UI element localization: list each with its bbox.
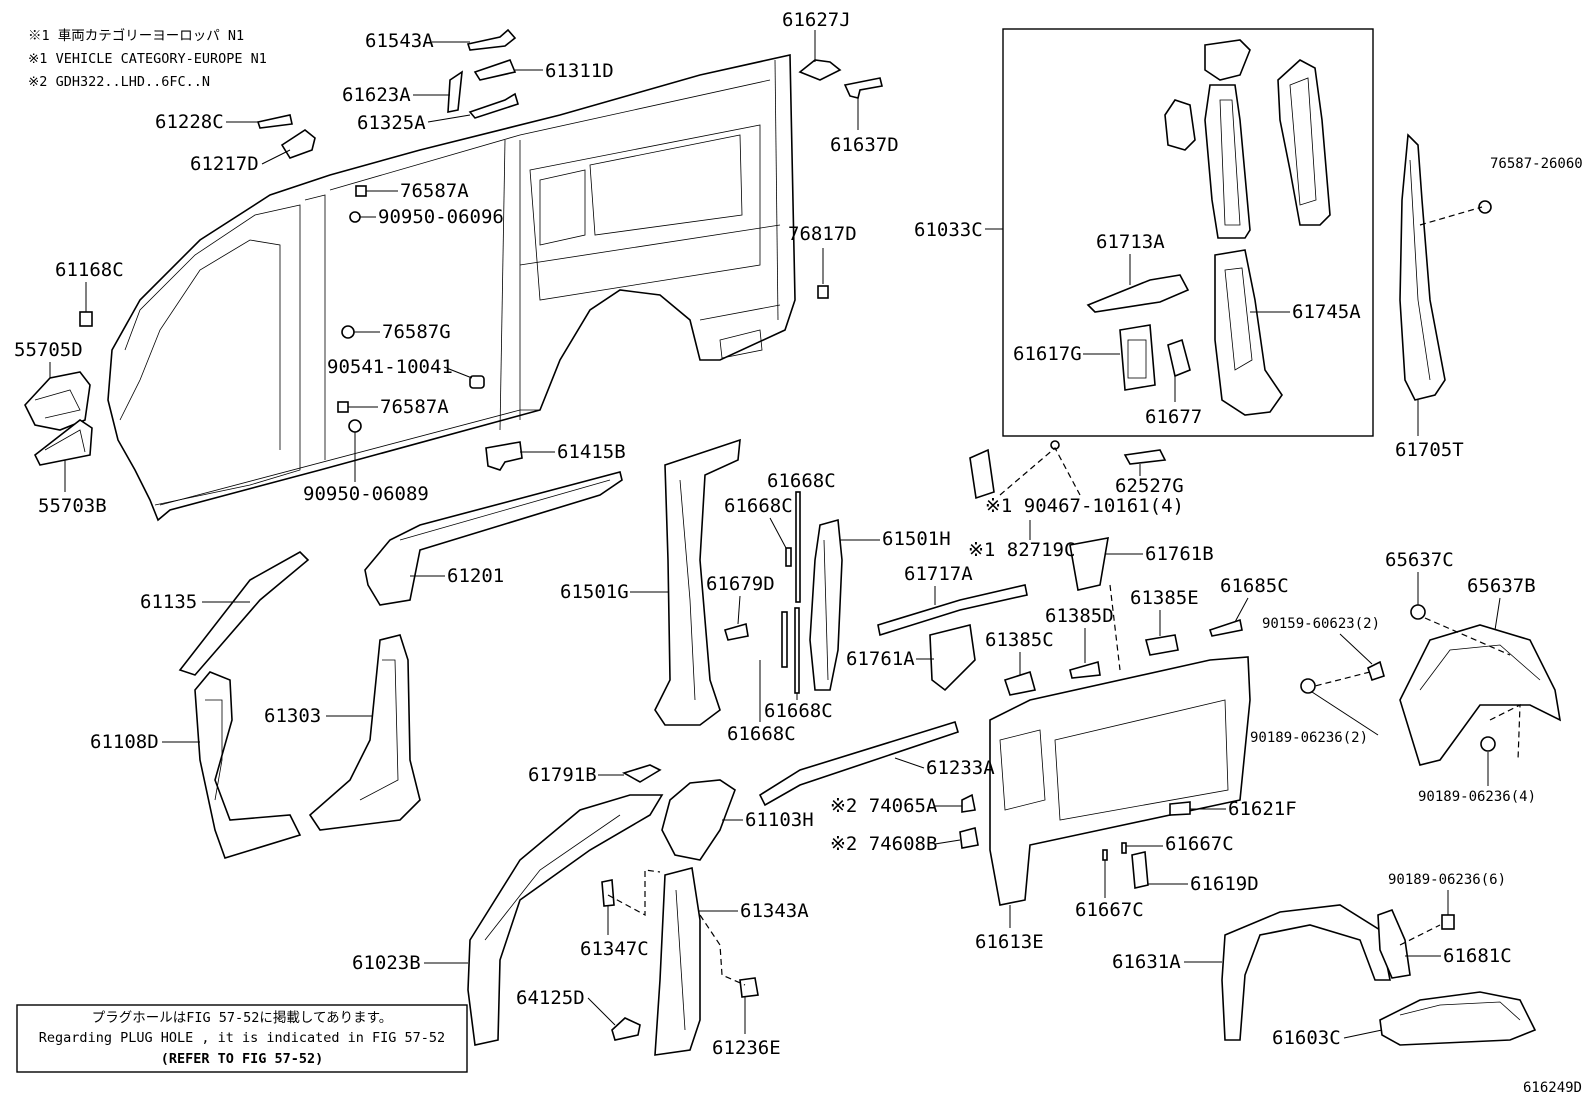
label-61621F: 61621F <box>1228 798 1297 820</box>
label-74608B: ※2 74608B <box>830 833 937 855</box>
label-76587A-top: 76587A <box>400 180 469 202</box>
roof-rail-parts-drawing <box>178 471 623 676</box>
label-55703B: 55703B <box>38 495 107 517</box>
figure-id: 616249D <box>1523 1080 1582 1096</box>
label-62527G: 62527G <box>1115 475 1184 497</box>
front-pillar-parts-drawing <box>194 634 421 859</box>
part-61705T-drawing <box>1399 133 1492 401</box>
note-line-2: ※1 VEHICLE CATEGORY-EUROPE N1 <box>28 51 267 67</box>
note-line-1: ※1 車両カテゴリーヨーロッパ N1 <box>28 27 244 44</box>
label-61631A: 61631A <box>1112 951 1181 973</box>
label-61501G: 61501G <box>560 581 629 603</box>
label-64125D: 64125D <box>516 987 585 1009</box>
label-61685C: 61685C <box>1220 575 1289 597</box>
label-61617G: 61617G <box>1013 343 1082 365</box>
label-61108D: 61108D <box>90 731 159 753</box>
footer-note-refer: (REFER TO FIG 57-52) <box>161 1051 324 1067</box>
label-61311D: 61311D <box>545 60 614 82</box>
side-outer-panel-drawing <box>107 54 796 522</box>
dashed-connectors <box>607 206 1521 986</box>
label-61236E: 61236E <box>712 1037 781 1059</box>
label-90467-10161: ※1 90467-10161(4) <box>985 495 1184 517</box>
label-61233A: 61233A <box>926 757 995 779</box>
label-61303: 61303 <box>264 705 321 727</box>
label-82719C: ※1 82719C <box>968 539 1075 561</box>
label-90189-06236-4: 90189-06236(4) <box>1418 789 1536 805</box>
footer-note-en: Regarding PLUG HOLE , it is indicated in… <box>39 1030 445 1046</box>
label-61135: 61135 <box>140 591 197 613</box>
label-61761A: 61761A <box>846 648 915 670</box>
label-65637C: 65637C <box>1385 549 1454 571</box>
label-65637B: 65637B <box>1467 575 1536 597</box>
assembly-61033C-drawing <box>1086 39 1331 416</box>
label-61501H: 61501H <box>882 528 951 550</box>
label-74065A: ※2 74065A <box>830 795 938 817</box>
assembly-61033C-box <box>1002 28 1374 437</box>
lower-pillar-parts-drawing <box>467 779 759 1056</box>
label-61385C: 61385C <box>985 629 1054 651</box>
label-61619D: 61619D <box>1190 873 1259 895</box>
part-61415B-drawing <box>485 441 523 471</box>
label-90159-60623: 90159-60623(2) <box>1262 616 1380 632</box>
footer-note-box <box>16 1004 468 1073</box>
label-61543A: 61543A <box>365 30 434 52</box>
label-61613E: 61613E <box>975 931 1044 953</box>
label-61385D: 61385D <box>1045 605 1114 627</box>
label-61667C-1: 61667C <box>1165 833 1234 855</box>
label-61228C: 61228C <box>155 111 224 133</box>
label-76817D: 76817D <box>788 223 857 245</box>
label-90189-06236-2: 90189-06236(2) <box>1250 730 1368 746</box>
footer-note-jp: プラグホールはFIG 57-52に掲載してあります。 <box>92 1010 393 1026</box>
label-61325A: 61325A <box>357 112 426 134</box>
center-pillar-parts-drawing <box>654 438 843 726</box>
label-61761B: 61761B <box>1145 543 1214 565</box>
label-61033C: 61033C <box>914 219 983 241</box>
label-61217D: 61217D <box>190 153 259 175</box>
label-61385E: 61385E <box>1130 587 1199 609</box>
label-61347C: 61347C <box>580 938 649 960</box>
rail-parts-drawing <box>621 584 1028 807</box>
label-61667C-2: 61667C <box>1075 899 1144 921</box>
label-61679D: 61679D <box>706 573 775 595</box>
label-61668C-4: 61668C <box>727 723 796 745</box>
part-82719C-drawing <box>969 440 1167 500</box>
label-61627J: 61627J <box>782 9 851 31</box>
label-90541-10041: 90541-10041 <box>327 356 453 378</box>
label-61713A: 61713A <box>1096 231 1165 253</box>
label-61668C-1: 61668C <box>767 470 836 492</box>
label-61681C: 61681C <box>1443 945 1512 967</box>
label-61623A: 61623A <box>342 84 411 106</box>
label-61415B: 61415B <box>557 441 626 463</box>
small-top-parts-drawing <box>256 28 883 299</box>
label-90189-06236-6: 90189-06236(6) <box>1388 872 1506 888</box>
label-61668C-3: 61668C <box>764 700 833 722</box>
label-61637D: 61637D <box>830 134 899 156</box>
label-61023B: 61023B <box>352 952 421 974</box>
wheel-house-parts-drawing <box>1221 604 1562 1046</box>
label-61103H: 61103H <box>745 809 814 831</box>
note-line-3: ※2 GDH322..LHD..6FC..N <box>28 74 210 90</box>
label-61745A: 61745A <box>1292 301 1361 323</box>
label-61668C-2: 61668C <box>724 495 793 517</box>
label-61201: 61201 <box>447 565 504 587</box>
label-55705D: 55705D <box>14 339 83 361</box>
label-90950-06089: 90950-06089 <box>303 483 429 505</box>
label-61168C: 61168C <box>55 259 124 281</box>
label-76587G: 76587G <box>382 321 451 343</box>
callout-labels: 61543A 61311D 61623A 61325A 61228C 61217… <box>14 9 1583 1059</box>
label-61791B: 61791B <box>528 764 597 786</box>
label-61705T: 61705T <box>1395 439 1464 461</box>
label-61603C: 61603C <box>1272 1027 1341 1049</box>
label-61677: 61677 <box>1145 406 1202 428</box>
label-76587-26060: 76587-26060 <box>1490 156 1583 172</box>
label-61343A: 61343A <box>740 900 809 922</box>
label-61717A: 61717A <box>904 563 973 585</box>
label-76587A-bottom: 76587A <box>380 396 449 418</box>
part-61613E-drawing <box>929 537 1251 906</box>
left-bracket-parts-drawing <box>24 371 93 466</box>
label-90950-06096: 90950-06096 <box>378 206 504 228</box>
